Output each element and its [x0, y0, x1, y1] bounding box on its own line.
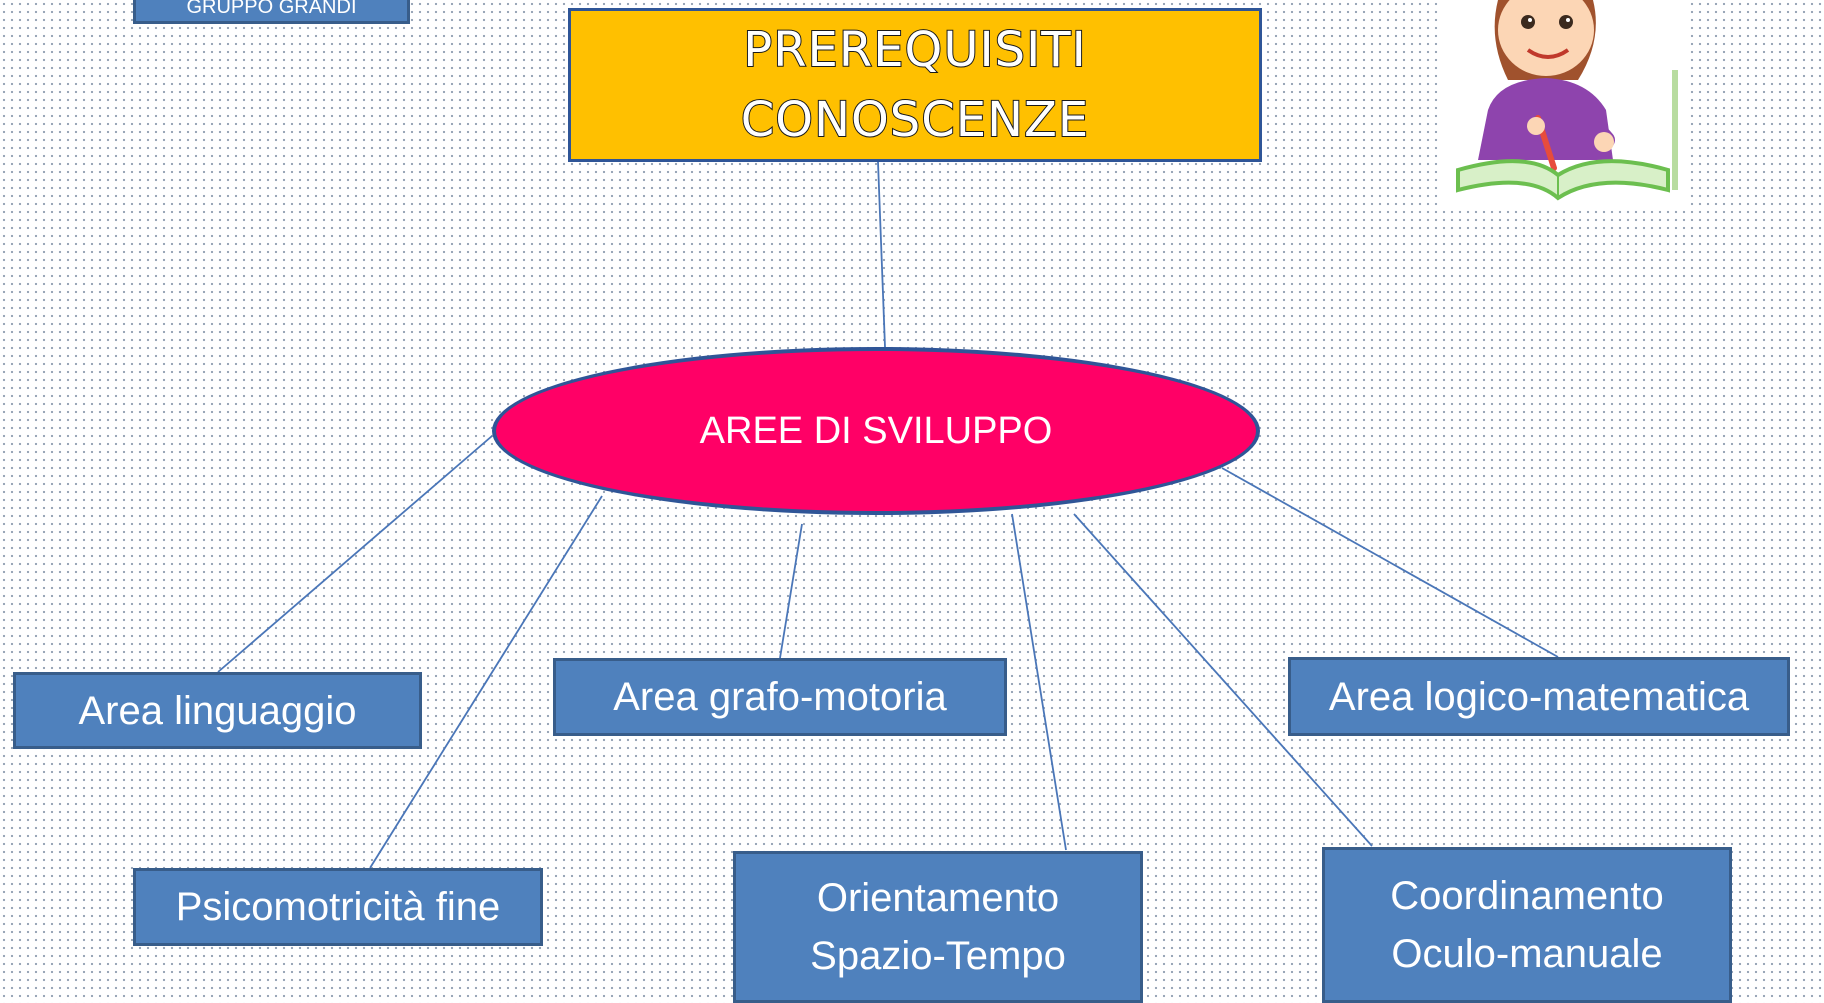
node-area-grafo-motoria: Area grafo-motoria — [553, 658, 1007, 736]
connector-coordinamento — [1073, 513, 1373, 847]
node-orientamento-spazio-tempo: Orientamento Spazio-Tempo — [733, 851, 1143, 1003]
node-area-linguaggio: Area linguaggio — [13, 672, 422, 749]
girl-writing-icon — [1438, 0, 1688, 210]
orientamento-line-2: Spazio-Tempo — [810, 934, 1066, 978]
title-line-2: CONOSCENZE — [740, 91, 1090, 149]
group-label: GRUPPO GRANDI — [133, 0, 410, 24]
connector-logico-matematica — [1221, 467, 1559, 658]
title-box: PREREQUISITI CONOSCENZE — [568, 8, 1262, 162]
connector-linguaggio — [217, 435, 493, 673]
connector-title-center — [877, 161, 886, 348]
coordinamento-line-2: Oculo-manuale — [1391, 932, 1663, 976]
node-area-logico-matematica: Area logico-matematica — [1288, 657, 1790, 736]
orientamento-line-1: Orientamento — [816, 876, 1060, 920]
connector-psicomotricita — [369, 495, 603, 869]
coordinamento-line-1: Coordinamento — [1390, 874, 1664, 918]
connector-orientamento — [1011, 513, 1067, 851]
center-node: AREE DI SVILUPPO — [492, 347, 1260, 515]
node-coordinamento-oculo-manuale: Coordinamento Oculo-manuale — [1322, 847, 1732, 1003]
node-psicomotricita-fine: Psicomotricità fine — [133, 868, 543, 946]
connector-grafo-motoria — [779, 523, 803, 659]
title-line-1: PREREQUISITI — [742, 21, 1087, 79]
